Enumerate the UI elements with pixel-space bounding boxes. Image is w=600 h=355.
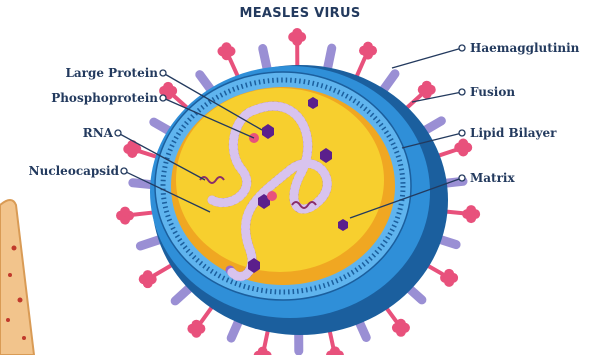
fusion-spike: [263, 48, 268, 69]
label-phosphoprotein: Phosphoprotein: [24, 91, 158, 105]
label-rna: RNA: [60, 126, 113, 140]
diagram-title: MEASLES VIRUS: [0, 6, 600, 21]
label-nucleocapsid: Nucleocapsid: [8, 164, 119, 178]
label-large-protein: Large Protein: [40, 66, 158, 80]
haemagglutinin-head: [292, 28, 302, 38]
virus-envelope: [150, 65, 448, 335]
fusion-spike: [140, 239, 161, 246]
haemagglutinin-head: [191, 320, 201, 330]
haemagglutinin-head: [120, 207, 130, 217]
label-lipid-bilayer: Lipid Bilayer: [470, 126, 556, 140]
haemagglutinin-spike: [356, 58, 365, 78]
haemagglutinin-head: [143, 270, 153, 280]
fusion-spike: [327, 48, 331, 70]
haemagglutinin-head: [363, 42, 373, 52]
haemagglutinin-spike: [133, 212, 155, 214]
haemagglutinin-head: [221, 42, 231, 52]
label-matrix: Matrix: [470, 171, 515, 185]
host-cell-membrane: [0, 200, 34, 355]
haemagglutinin-head: [396, 319, 406, 329]
haemagglutinin-head: [466, 205, 476, 215]
haemagglutinin-head: [422, 81, 432, 91]
label-haemagglutinin: Haemagglutinin: [470, 41, 579, 55]
haemagglutinin-head: [163, 82, 173, 92]
label-fusion: Fusion: [470, 85, 515, 99]
haemagglutinin-head: [127, 140, 137, 150]
haemagglutinin-head: [444, 269, 454, 279]
haemagglutinin-head: [458, 139, 468, 149]
